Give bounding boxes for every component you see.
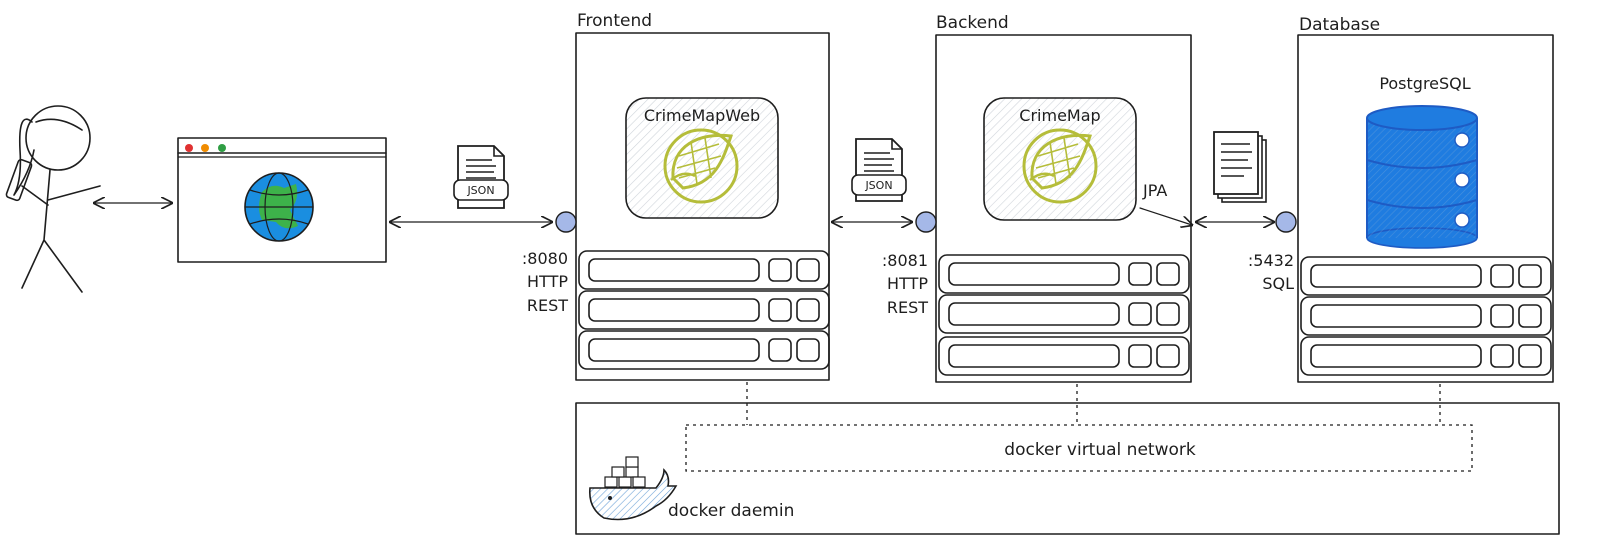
json-label: JSON xyxy=(864,179,892,192)
server-slot xyxy=(938,254,1190,294)
database-protocol: SQL xyxy=(1262,274,1294,293)
server-slot xyxy=(1300,296,1552,336)
user-stick-figure xyxy=(5,105,101,293)
backend-app-container xyxy=(983,97,1137,221)
frontend-app-name: CrimeMapWeb xyxy=(644,106,760,125)
jpa-label: JPA xyxy=(1142,181,1167,200)
backend-title: Backend xyxy=(936,13,1009,33)
server-slot xyxy=(578,290,830,330)
database-app-name: PostgreSQL xyxy=(1379,74,1470,93)
jpa-arrow xyxy=(1139,207,1192,225)
globe-icon xyxy=(244,172,314,242)
docker-virtual-network-box xyxy=(685,424,1473,472)
frontend-app-container xyxy=(625,97,779,219)
database-cylinder-icon xyxy=(1366,105,1478,249)
server-slot xyxy=(938,294,1190,334)
docker-network-label: docker virtual network xyxy=(1004,440,1196,460)
port-dot xyxy=(1275,211,1297,233)
json-document-icon: JSON xyxy=(851,138,907,202)
document-stack-icon xyxy=(1213,131,1267,203)
database-title: Database xyxy=(1299,15,1380,35)
json-document-icon: JSON xyxy=(453,145,509,209)
backend-protocol: HTTP xyxy=(887,274,928,293)
server-slot xyxy=(578,250,830,290)
json-label: JSON xyxy=(466,184,494,197)
server-slot xyxy=(938,336,1190,376)
frontend-protocol: HTTP xyxy=(527,272,568,291)
server-slot xyxy=(1300,336,1552,376)
backend-tier: Backend CrimeMap :8081 HTTP REST JPA xyxy=(882,13,1192,383)
database-port: :5432 xyxy=(1248,251,1294,270)
frontend-port: :8080 xyxy=(522,249,568,268)
frontend-style: REST xyxy=(527,296,568,315)
docker-whale-icon xyxy=(588,456,678,521)
port-dot xyxy=(555,211,577,233)
backend-app-name: CrimeMap xyxy=(1019,106,1100,125)
frontend-tier: Frontend CrimeMapWeb :8080 HTTP REST xyxy=(522,11,830,381)
port-dot xyxy=(915,211,937,233)
server-slot xyxy=(578,330,830,370)
docker-daemon-box: docker virtual network docker daemin xyxy=(575,382,1560,535)
backend-style: REST xyxy=(887,298,928,317)
database-tier: Database PostgreSQL :5432 SQL xyxy=(1248,15,1554,383)
backend-port: :8081 xyxy=(882,251,928,270)
server-slot xyxy=(1300,256,1552,296)
frontend-title: Frontend xyxy=(577,11,652,31)
docker-daemon-label: docker daemin xyxy=(668,501,794,521)
browser-window-icon xyxy=(177,137,387,263)
